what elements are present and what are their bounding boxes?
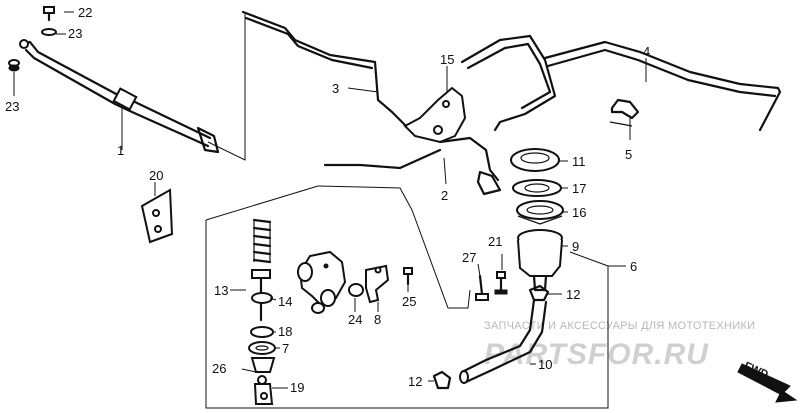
label-15: 15 bbox=[440, 52, 454, 67]
screw-25[interactable] bbox=[403, 267, 413, 286]
label-9: 9 bbox=[572, 239, 579, 254]
label-23-lower: 23 bbox=[5, 99, 19, 114]
watermark-logo: PARTSFOR.RU bbox=[484, 338, 709, 371]
boot[interactable] bbox=[250, 357, 276, 373]
label-24: 24 bbox=[348, 312, 362, 327]
reservoir[interactable] bbox=[517, 229, 563, 292]
label-3: 3 bbox=[332, 81, 339, 96]
label-22: 22 bbox=[78, 5, 92, 20]
circlip[interactable] bbox=[248, 341, 276, 355]
label-17: 17 bbox=[572, 181, 586, 196]
label-19: 19 bbox=[290, 380, 304, 395]
banjo-bolt[interactable] bbox=[43, 6, 55, 22]
label-21: 21 bbox=[488, 234, 502, 249]
sealing-washer-upper[interactable] bbox=[41, 28, 57, 36]
piston-cup[interactable] bbox=[250, 326, 274, 338]
label-12-lower: 12 bbox=[408, 374, 422, 389]
o-ring[interactable] bbox=[348, 283, 364, 297]
watermark-caption: ЗАПЧАСТИ И АКСЕССУАРЫ ДЛЯ МОТОТЕХНИКИ bbox=[484, 320, 755, 332]
label-10: 10 bbox=[538, 357, 552, 372]
hose-clamp-upper[interactable] bbox=[528, 284, 550, 302]
leader-hose-bracket bbox=[207, 14, 246, 161]
label-2: 2 bbox=[441, 188, 448, 203]
label-1: 1 bbox=[117, 143, 124, 158]
label-5: 5 bbox=[625, 147, 632, 162]
label-25: 25 bbox=[402, 294, 416, 309]
leader-group-top bbox=[205, 185, 319, 221]
watermark: ЗАПЧАСТИ И АКСЕССУАРЫ ДЛЯ МОТОТЕХНИКИ PA… bbox=[484, 320, 755, 371]
label-26: 26 bbox=[212, 361, 226, 376]
mounting-bolt-21[interactable] bbox=[494, 271, 508, 295]
label-8: 8 bbox=[374, 312, 381, 327]
brake-pipe-2[interactable] bbox=[323, 136, 502, 196]
reservoir-hose[interactable] bbox=[459, 298, 548, 384]
diaphragm[interactable] bbox=[516, 200, 564, 225]
label-23-upper: 23 bbox=[68, 26, 82, 41]
fwd-arrow-icon: FWD bbox=[737, 360, 798, 403]
master-cylinder-body[interactable] bbox=[297, 250, 347, 314]
callouts: 22 23 23 1 20 3 15 4 5 2 11 17 16 9 6 12… bbox=[5, 5, 650, 395]
mounting-bolt-27[interactable] bbox=[475, 274, 489, 301]
leader-group-frame bbox=[205, 220, 609, 409]
cap-plate[interactable] bbox=[512, 179, 562, 197]
label-16: 16 bbox=[572, 205, 586, 220]
joint[interactable] bbox=[365, 264, 390, 304]
sealing-washer-lower[interactable] bbox=[8, 59, 20, 72]
label-11: 11 bbox=[572, 154, 586, 169]
brake-hose[interactable] bbox=[19, 39, 220, 154]
brake-pipe-4[interactable] bbox=[460, 34, 782, 132]
push-rod[interactable] bbox=[253, 375, 274, 405]
piston-assembly[interactable] bbox=[251, 269, 273, 322]
hose-clamp-lower[interactable] bbox=[432, 370, 452, 390]
brake-junction[interactable] bbox=[403, 86, 467, 144]
label-14: 14 bbox=[278, 294, 292, 309]
brake-pipe-3[interactable] bbox=[241, 10, 407, 127]
mounting-plate[interactable] bbox=[140, 188, 174, 244]
label-12-upper: 12 bbox=[566, 287, 580, 302]
label-18: 18 bbox=[278, 324, 292, 339]
label-13: 13 bbox=[214, 283, 228, 298]
label-6: 6 bbox=[630, 259, 637, 274]
reservoir-cap[interactable] bbox=[510, 148, 560, 172]
label-4: 4 bbox=[643, 44, 650, 59]
label-27: 27 bbox=[462, 250, 476, 265]
pipe-clip[interactable] bbox=[609, 98, 640, 127]
leader-pipe-2 bbox=[317, 185, 471, 309]
label-20: 20 bbox=[149, 168, 163, 183]
label-7: 7 bbox=[282, 341, 289, 356]
spring[interactable] bbox=[252, 218, 272, 264]
